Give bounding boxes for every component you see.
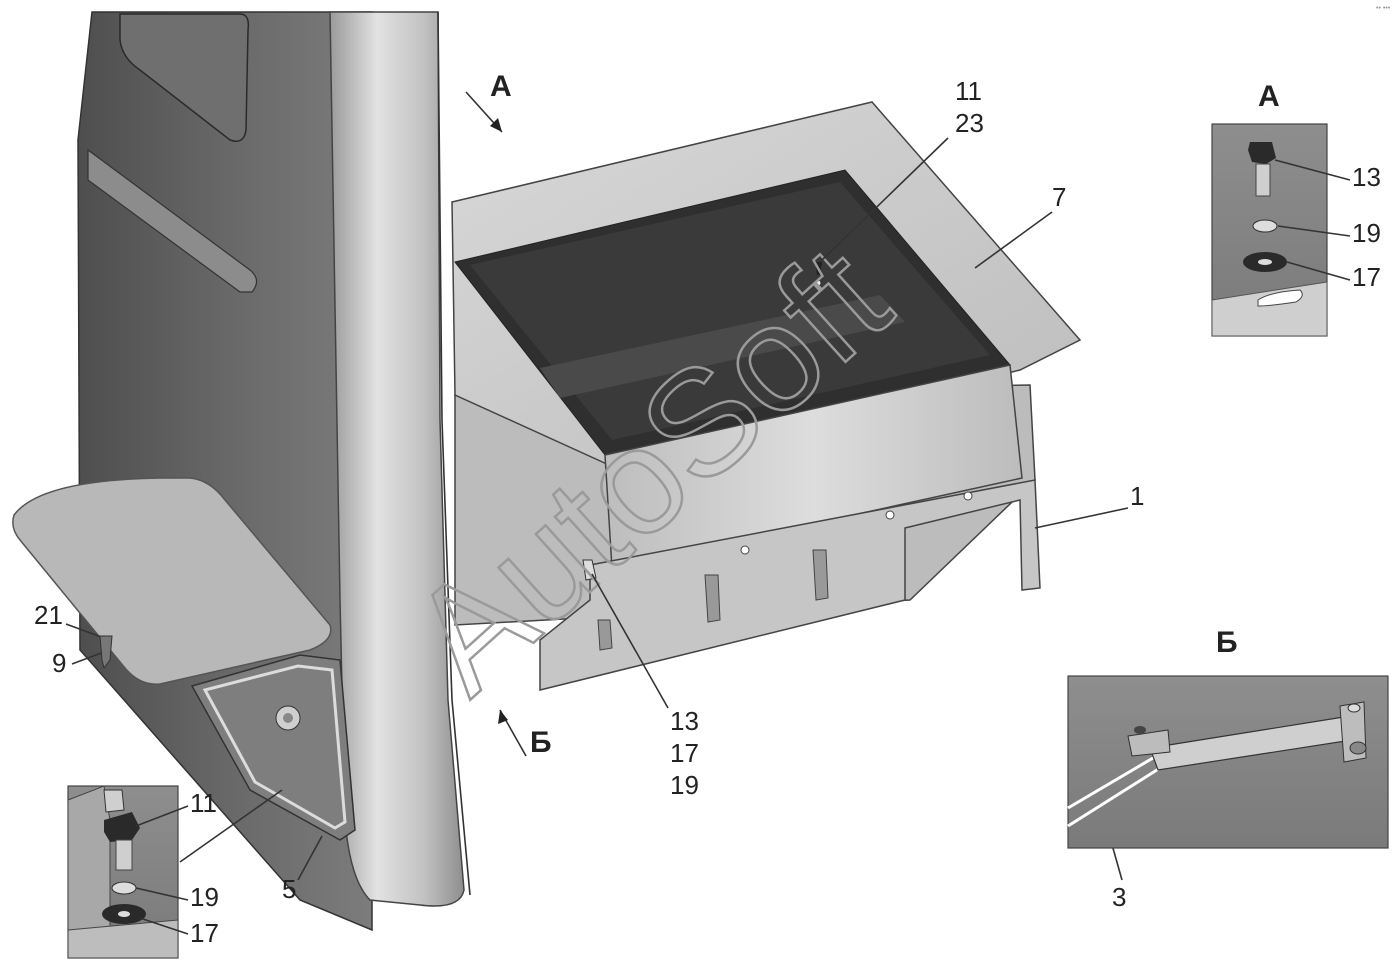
detail-callout-11: 11 xyxy=(190,788,217,818)
callout-11: 11 xyxy=(955,76,982,106)
detail-bolt-inset: 11 19 17 xyxy=(67,785,219,959)
svg-text:Б: Б xyxy=(530,726,552,759)
view-b-letter: Б xyxy=(1216,626,1238,659)
svg-text:А: А xyxy=(490,70,512,103)
view-a-callout-13: 13 xyxy=(1352,162,1381,192)
callout-13: 13 xyxy=(670,706,699,736)
callout-21: 21 xyxy=(34,600,63,630)
view-arrow-b: Б xyxy=(498,709,552,759)
callouts: 11 23 7 1 13 17 19 21 9 5 3 xyxy=(34,76,1144,912)
view-a-callout-19: 19 xyxy=(1352,218,1381,248)
corner-mark: •• ••• xyxy=(1376,5,1391,12)
callout-19: 19 xyxy=(670,770,699,800)
detail-view-a: А 13 19 17 xyxy=(1211,80,1381,337)
callout-7: 7 xyxy=(1052,182,1066,212)
storage-box xyxy=(451,101,1082,691)
view-a-callout-17: 17 xyxy=(1352,262,1381,292)
door-pillar xyxy=(329,11,471,907)
detail-callout-19: 19 xyxy=(190,882,219,912)
view-arrow-a: А xyxy=(465,70,512,133)
callout-23: 23 xyxy=(955,108,984,138)
step-plate xyxy=(12,477,332,685)
detail-view-b: Б xyxy=(1067,626,1389,849)
callout-3: 3 xyxy=(1112,882,1126,912)
callout-5: 5 xyxy=(282,874,296,904)
callout-1: 1 xyxy=(1130,481,1144,511)
callout-17: 17 xyxy=(670,738,699,768)
hatch-frame xyxy=(190,654,356,841)
view-a-letter: А xyxy=(1258,80,1280,113)
detail-callout-17: 17 xyxy=(190,918,219,948)
callout-9: 9 xyxy=(52,648,66,678)
